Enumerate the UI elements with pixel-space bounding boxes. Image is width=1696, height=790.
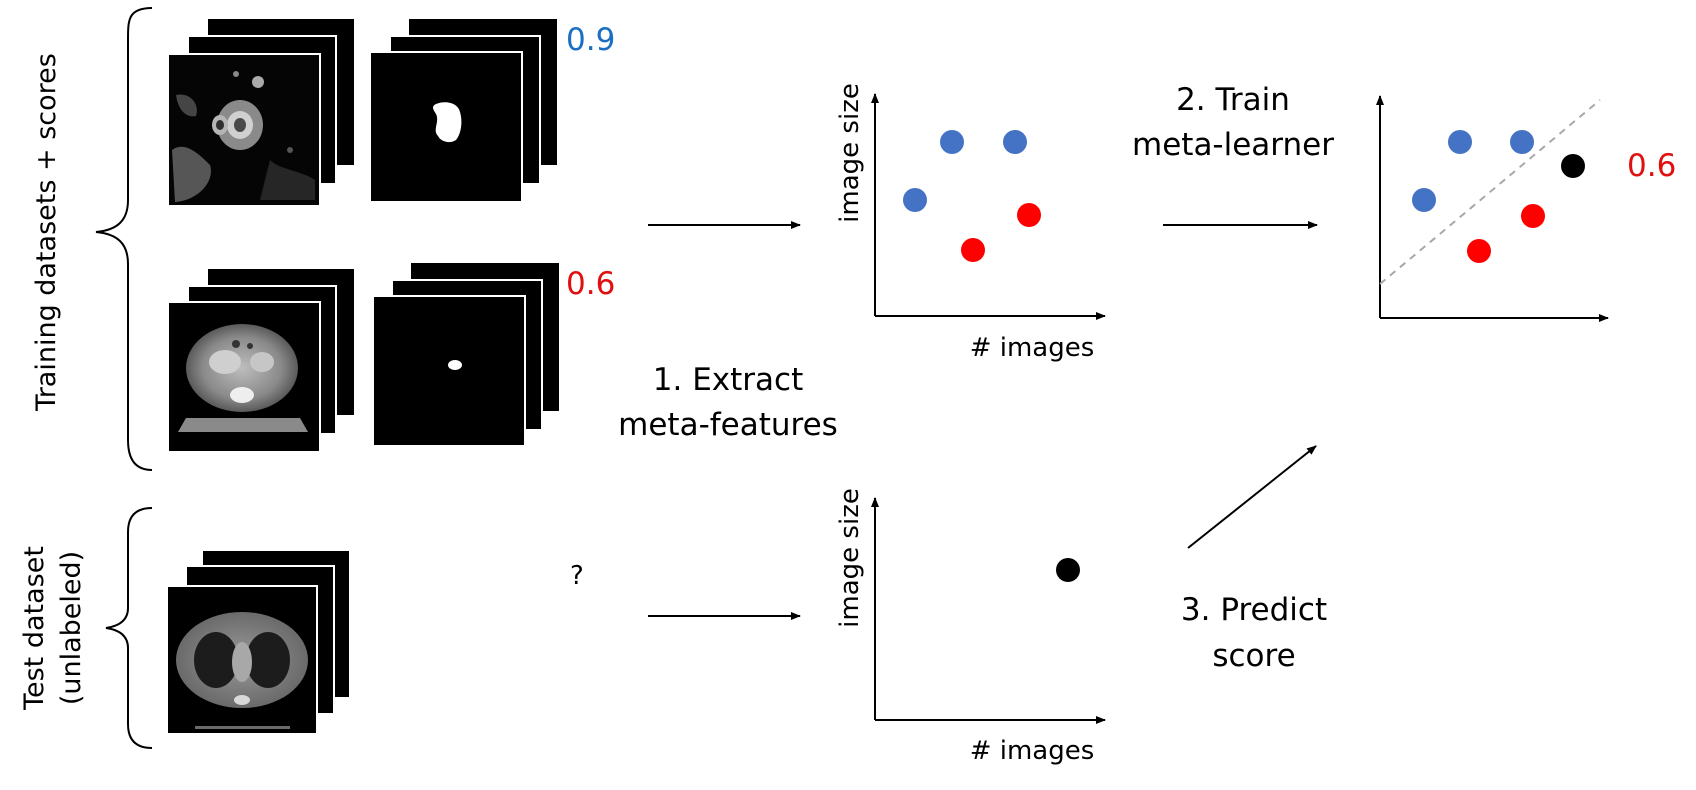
plot3-point-blue <box>1412 188 1436 212</box>
plot2-point-test <box>1056 558 1080 582</box>
step3-label-line1: 3. Predict <box>1181 592 1327 628</box>
test-image-stack <box>166 549 351 735</box>
plot2-x-label: # images <box>970 736 1095 766</box>
plot1-point-blue <box>903 188 927 212</box>
plot3-point-test <box>1561 154 1585 178</box>
plot3-point-red <box>1467 239 1491 263</box>
plot2-y-label: image size <box>835 488 865 628</box>
mask-front-slice <box>372 295 526 447</box>
decision-boundary <box>1379 99 1601 285</box>
plot1-point-blue <box>1003 130 1027 154</box>
training-brace <box>95 7 153 471</box>
arrow-predict <box>1187 445 1317 549</box>
plot3-point-blue <box>1448 130 1472 154</box>
dataset1-score: 0.9 <box>566 22 615 58</box>
meta-learner-plot <box>1376 95 1609 322</box>
unknown-score: ? <box>570 561 584 591</box>
plot1-point-red <box>1017 203 1041 227</box>
step2-label-line2: meta-learner <box>1132 127 1334 163</box>
test-brace <box>105 507 153 749</box>
dataset2-image-stack <box>167 267 356 453</box>
plot1-y-label: image size <box>835 83 865 223</box>
segmentation-mask-stack-icon <box>369 51 523 203</box>
dataset2-score: 0.6 <box>566 266 615 302</box>
plot1-point-red <box>961 238 985 262</box>
plot3-point-red <box>1521 204 1545 228</box>
abdomen-ct-icon <box>167 301 321 453</box>
training-datasets-label: Training datasets + scores <box>31 53 62 412</box>
predicted-score: 0.6 <box>1627 148 1676 184</box>
test-dataset-label: Test dataset <box>19 546 50 711</box>
small-mask-blob <box>448 360 462 370</box>
chest-ct-icon <box>166 585 318 735</box>
medical-image-stack-icon <box>167 53 321 207</box>
dataset1-image-stack <box>167 17 356 207</box>
dataset1-mask-stack <box>369 17 559 203</box>
plot3-point-blue <box>1510 130 1534 154</box>
step1-label-line2: meta-features <box>618 407 838 443</box>
test-dataset-sublabel: (unlabeled) <box>56 551 87 705</box>
plot1-point-blue <box>940 130 964 154</box>
dataset2-mask-stack <box>372 261 561 447</box>
step2-label-line1: 2. Train <box>1176 82 1290 118</box>
step1-label-line1: 1. Extract <box>653 362 803 398</box>
test-meta-feature-plot: image size # images <box>835 488 1106 766</box>
training-meta-feature-plot: image size # images <box>835 83 1106 363</box>
plot1-x-label: # images <box>970 333 1095 363</box>
step3-label-line2: score <box>1212 638 1295 674</box>
